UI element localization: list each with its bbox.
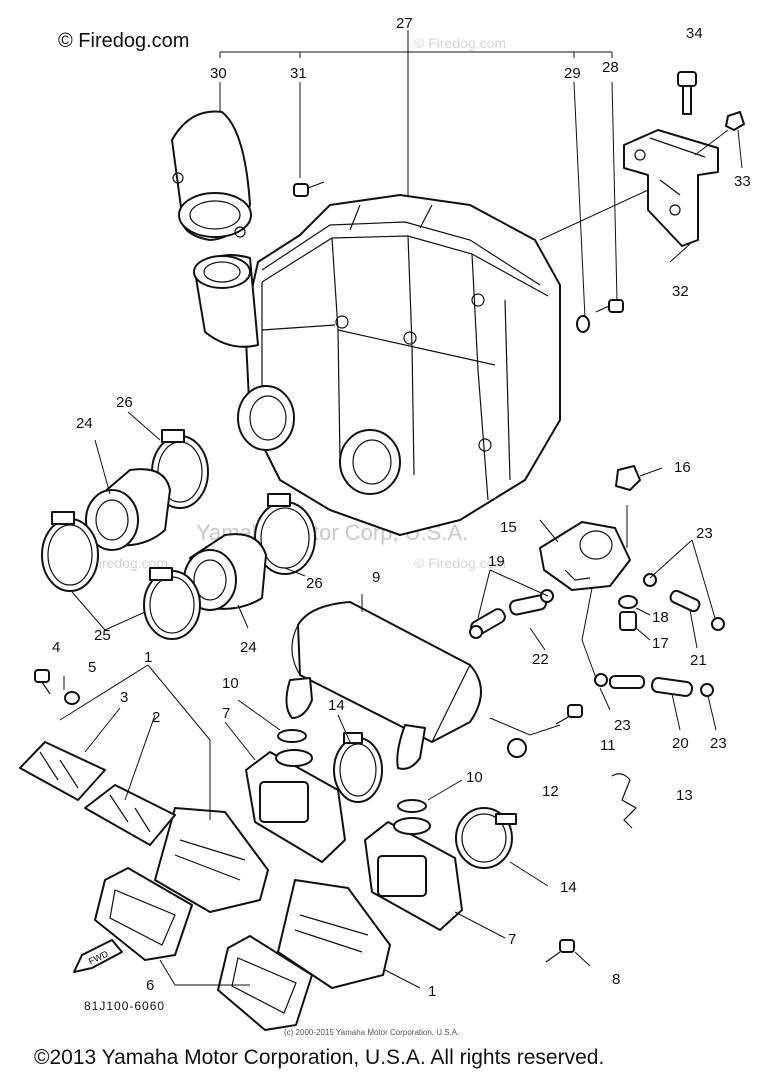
bolt-4 [34,669,51,695]
callout-14a: 14 [328,697,345,714]
callout-4: 4 [52,639,60,656]
callout-13: 13 [676,787,693,804]
callout-23a: 23 [696,525,713,542]
callout-21: 21 [690,652,707,669]
callout-22: 22 [532,651,549,668]
clamp-14-right [455,807,517,869]
callout-16: 16 [674,459,691,476]
clamp-25-left [41,511,99,592]
callout-26b: 26 [306,575,323,592]
bolt-28 [595,299,624,313]
callout-23c: 23 [710,735,727,752]
reed-2 [84,784,176,846]
fuel-pump-15 [539,505,631,591]
joint-24-lower [183,533,267,611]
stopper-3 [19,741,106,801]
o-ring-10-right [397,799,427,813]
clamp-25-right [143,567,201,640]
callout-17: 17 [652,635,669,652]
callout-3: 3 [120,689,128,706]
watermark-site-3: © Firedog.com [414,555,506,571]
diagram-code: 81J100-6060 [84,999,166,1013]
copyright-bottom: ©2013 Yamaha Motor Corporation, U.S.A. A… [34,1046,605,1069]
inlet-boot [171,110,252,241]
washer-29 [576,315,590,333]
callout-15: 15 [500,519,517,536]
callout-19: 19 [488,553,505,570]
callout-labels: 27 30 31 29 28 34 33 32 26 24 26 24 25 9… [52,15,751,1000]
callout-14b: 14 [560,879,577,896]
callout-26a: 26 [116,394,133,411]
bolt-8 [545,939,575,963]
callout-27: 27 [396,15,413,32]
spring-13 [611,773,637,829]
callout-32: 32 [672,283,689,300]
collar-17 [619,611,637,631]
callout-28: 28 [602,59,619,76]
copyright-top: © Firedog.com [58,30,190,52]
reed-valve-1-lower [277,879,391,989]
clips-23 [469,573,725,697]
washer-5 [64,691,80,705]
callout-1b: 1 [428,983,436,1000]
callout-20: 20 [672,735,689,752]
small-copyright: (c) 2000-2015 Yamaha Motor Corporation, … [284,1028,460,1037]
callout-1a: 1 [144,649,152,666]
callout-11: 11 [600,737,616,754]
top-bracket-lines [219,30,618,319]
callout-34: 34 [686,25,703,42]
bracket-32 [539,129,719,247]
bolt-11 [555,704,583,725]
fwd-arrow: FWD [73,939,123,973]
lead-25 [71,591,146,631]
callout-24b: 24 [240,639,257,656]
airbox [193,194,561,536]
lead-6 [159,959,250,986]
grommet-18 [618,595,638,609]
callout-25: 25 [94,627,111,644]
reed-valve-1-upper [154,807,269,913]
nut-12 [507,738,527,758]
callout-2: 2 [152,709,160,726]
callout-7a: 7 [222,705,230,722]
lead-11 [489,717,561,736]
callout-10a: 10 [222,675,239,692]
callout-6: 6 [146,977,154,994]
callout-12: 12 [542,783,559,800]
watermark-site-2: © Firedog.com [76,555,168,571]
clamp-26-lower [254,493,316,575]
callout-30: 30 [210,65,227,82]
pump-leader-lines [477,539,717,731]
callout-24a: 24 [76,415,93,432]
bolt-31 [293,181,325,197]
callout-33: 33 [734,173,751,190]
nut-33 [694,111,745,156]
bolt-34 [677,71,697,115]
callout-9: 9 [372,569,380,586]
watermark-site: © Firedog.com [414,35,506,51]
leader-lines [59,129,743,989]
gasket-6-left [94,867,193,961]
callout-18: 18 [652,609,669,626]
callout-8: 8 [612,971,620,988]
silencer-9 [285,601,482,770]
callout-31: 31 [290,65,307,82]
callout-29: 29 [564,65,581,82]
o-ring-10-left [277,729,307,743]
callout-10b: 10 [466,769,483,786]
gasket-6-right [217,935,313,1031]
callout-23b: 23 [614,717,631,734]
clamp-14-left [333,732,383,803]
manifold-7-right [364,817,463,931]
callout-7b: 7 [508,931,516,948]
nut-16 [615,465,641,491]
manifold-7-left [245,749,346,863]
callout-5: 5 [88,659,96,676]
joint-24-upper [85,468,171,551]
